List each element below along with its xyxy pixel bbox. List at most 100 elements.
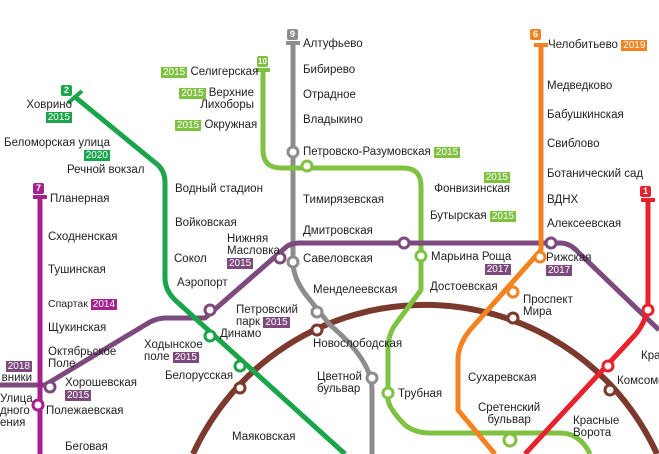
- station-name: дного: [0, 405, 30, 417]
- station-name: Окружная: [204, 119, 258, 131]
- station-butyrskaya[interactable]: Бутырская 2015: [430, 210, 517, 222]
- station-name: Хорошевская: [65, 377, 137, 389]
- station-dostoevskaya[interactable]: Достоевская: [430, 281, 498, 293]
- station-name: Ворота: [573, 427, 612, 439]
- station-botanichesky[interactable]: Ботанический сад: [547, 168, 644, 180]
- line-6: [455, 45, 544, 454]
- station-dmitrovskaya[interactable]: Дмитровская: [303, 225, 373, 237]
- interchange-circles: [31, 145, 655, 448]
- station-aeroport[interactable]: Аэропорт: [177, 277, 228, 289]
- station-medvedkovo[interactable]: Медведково: [547, 80, 613, 92]
- year-badge: 2015: [65, 390, 92, 401]
- line-end-caps: [33, 41, 655, 202]
- station-name: Челобитьево: [548, 39, 618, 51]
- station-babushkinskaya[interactable]: Бабушкинская: [547, 109, 624, 121]
- year-badge: 2019: [621, 40, 648, 51]
- line-6-badge: 6: [530, 29, 541, 40]
- station-name: Красные: [573, 415, 620, 427]
- station-name: Масловка: [227, 245, 280, 257]
- station-sukharevskaya[interactable]: Сухаревская: [468, 372, 537, 384]
- station-savelovskaya[interactable]: Савеловская: [303, 253, 373, 265]
- line-2: [73, 95, 347, 454]
- station-okruzhnaya[interactable]: 2015 Окружная: [175, 119, 257, 131]
- station-novoslobodskaya[interactable]: Новослободская: [313, 338, 403, 350]
- station-chelobitevo[interactable]: Челобитьево 2019: [548, 39, 648, 51]
- year-badge: 2017: [546, 265, 573, 276]
- year-badge: 2015: [161, 67, 188, 78]
- year-badge: 2015: [483, 172, 510, 183]
- station-name: Ходынское: [144, 339, 203, 351]
- station-altufevo[interactable]: Алтуфьево: [303, 38, 363, 50]
- station-name: поле: [144, 351, 170, 363]
- year-badge: 2020: [83, 150, 110, 161]
- station-sviblovo[interactable]: Свиблово: [547, 138, 600, 150]
- station-mayakovskaya[interactable]: Маяковская: [232, 431, 296, 443]
- year-badge: 2015: [433, 147, 461, 158]
- station-dinamo[interactable]: Динамо: [220, 328, 262, 340]
- station-timiryazevskaya[interactable]: Тимирязевская: [303, 194, 384, 206]
- line-7-badge: 7: [33, 183, 44, 194]
- station-name: Сретенский: [478, 402, 541, 414]
- station-alekseevskaya[interactable]: Алексеевская: [547, 218, 622, 230]
- station-otradnoe[interactable]: Отрадное: [303, 89, 356, 101]
- station-name: Верхние: [208, 87, 254, 99]
- year-badge: 2018: [5, 361, 32, 372]
- year-badge: 2015: [179, 88, 206, 99]
- station-begovaya[interactable]: Беговая: [65, 441, 108, 453]
- station-name: вники: [1, 372, 32, 384]
- station-name: Петровский: [236, 304, 298, 316]
- year-badge: 2015: [263, 317, 290, 328]
- station-planernaya[interactable]: Планерная: [50, 193, 110, 205]
- station-petrovsko[interactable]: Петровско-Разумовская 2015: [303, 146, 461, 158]
- station-tushinskaya[interactable]: Тушинская: [48, 264, 106, 276]
- station-name: парк: [236, 316, 261, 328]
- year-badge: 2017: [484, 264, 511, 275]
- station-name: Петровско-Разумовская: [303, 146, 431, 158]
- line-5-ring: [190, 301, 659, 454]
- station-skhodnenskaya[interactable]: Сходненская: [48, 231, 118, 243]
- station-sokol[interactable]: Сокол: [174, 253, 207, 265]
- year-badge: 2014: [90, 299, 118, 310]
- station-name: Марьина Роща: [431, 251, 512, 263]
- station-vodny[interactable]: Водный стадион: [175, 183, 263, 195]
- station-bibirevo[interactable]: Бибирево: [303, 64, 356, 76]
- station-name: Мира: [523, 306, 552, 318]
- station-spartak[interactable]: Спартак 2014: [48, 298, 118, 310]
- station-shchukinskaya[interactable]: Щукинская: [48, 322, 107, 334]
- line-10: [260, 70, 593, 454]
- station-vdnkh[interactable]: ВДНХ: [547, 194, 579, 206]
- station-name: Нижняя: [227, 233, 269, 245]
- station-seligerskaya[interactable]: 2015 Селигерская: [161, 66, 258, 78]
- station-komsomolskaya[interactable]: Комсомо: [617, 375, 659, 387]
- station-krasnoselskaya[interactable]: Крас: [641, 350, 659, 362]
- station-trubnaya[interactable]: Трубная: [398, 388, 443, 400]
- station-rechnoy[interactable]: Речной вокзал: [67, 164, 145, 176]
- station-mendeleevskaya[interactable]: Менделеевская: [313, 284, 398, 296]
- station-vladykino[interactable]: Владыкино: [303, 114, 363, 126]
- station-polezhaevskaya[interactable]: Полежаевская: [46, 405, 124, 417]
- line-10-badge: 10: [257, 56, 268, 67]
- station-name: Селигерская: [190, 66, 259, 78]
- station-belorusskaya[interactable]: Белорусская: [165, 370, 234, 382]
- line-9-badge: 9: [287, 29, 298, 40]
- station-name: Лихоборы: [200, 99, 254, 111]
- station-voykovskaya[interactable]: Войковская: [175, 217, 237, 229]
